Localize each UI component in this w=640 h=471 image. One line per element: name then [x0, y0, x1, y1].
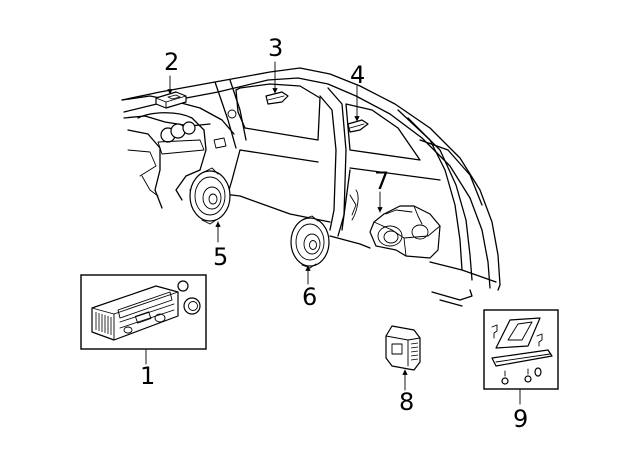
part-7-subwoofer: [369, 205, 441, 259]
callout-4: 4: [350, 61, 365, 89]
callout-1: 1: [140, 362, 155, 390]
part-1-radio-box: [80, 274, 207, 350]
callout-5: 5: [213, 243, 228, 271]
part-9-bracket-box: [483, 309, 559, 390]
callout-9: 9: [513, 405, 528, 433]
part-4-tweeter: [347, 119, 369, 133]
callout-leaders: [145, 61, 521, 405]
callout-8: 8: [399, 388, 414, 416]
part-3-tweeter: [265, 91, 289, 105]
callout-2: 2: [164, 48, 179, 76]
part-6-speaker: [290, 215, 330, 269]
callout-7: 7: [374, 167, 389, 195]
part-2-tweeter: [155, 91, 187, 109]
callout-3: 3: [268, 34, 283, 62]
callout-6: 6: [302, 283, 317, 311]
part-8-module: [385, 325, 421, 371]
part-5-speaker: [189, 167, 231, 225]
